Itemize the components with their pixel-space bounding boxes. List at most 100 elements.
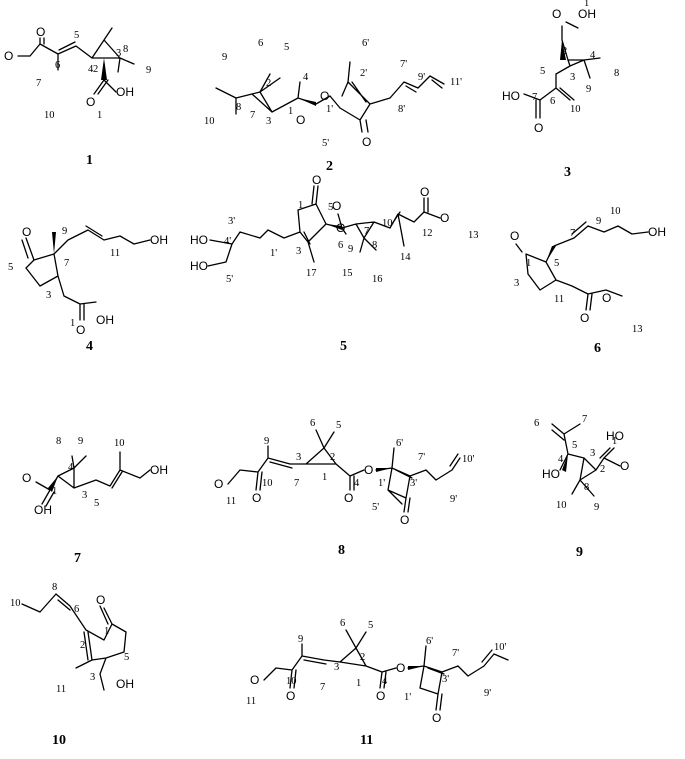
atom-number: 9 (298, 634, 303, 645)
atom-number: 4 (68, 462, 74, 473)
atom-number: 1' (404, 692, 411, 703)
atom-number: 10 (556, 500, 567, 511)
atom-label: OH (150, 463, 168, 477)
atom-number: 10 (10, 598, 21, 609)
compound-1: O O O OH 5 7 6 4 3 8 9 2 10 1 1 (4, 25, 151, 168)
atom-label: OH (648, 225, 666, 239)
compound-7: OH O OH 8 9 10 4 1 3 5 7 (22, 436, 168, 566)
atom-label: OH (150, 233, 168, 247)
atom-number: 4 (354, 478, 360, 489)
compound-id: 10 (52, 733, 66, 748)
atom-number: 11 (110, 248, 120, 259)
atom-number: 9 (62, 226, 67, 237)
atom-number: 7 (570, 228, 575, 239)
atom-number: 10' (494, 642, 507, 653)
atom-number: 6 (310, 418, 315, 429)
compound-id: 3 (564, 165, 571, 180)
atom-label: O (620, 459, 629, 473)
atom-number: 6' (362, 38, 369, 49)
atom-label: HO (606, 429, 624, 443)
atom-number: 7 (582, 414, 587, 425)
atom-number: 3 (296, 452, 301, 463)
atom-number: 10 (114, 438, 125, 449)
atom-number: 4 (88, 64, 94, 75)
atom-number: 3 (296, 246, 301, 257)
atom-number: 3 (82, 490, 87, 501)
compound-4: O OH O OH 9 11 5 7 3 1 4 (8, 225, 168, 354)
atom-number: 16 (372, 274, 383, 285)
atom-number: 9 (596, 216, 601, 227)
atom-number: 8 (614, 68, 619, 79)
atom-number: 4 (382, 676, 388, 687)
atom-number: 13 (632, 324, 643, 335)
atom-number: 4 (590, 50, 596, 61)
atom-number: 9 (264, 436, 269, 447)
compound-11: O O O O O 6 5 9 3 2 10 11 1 4 7 6' 3' 7'… (246, 618, 509, 748)
compound-id: 2 (326, 159, 333, 174)
atom-number: 1 (288, 106, 293, 117)
atom-number: 6 (258, 38, 263, 49)
atom-number: 7 (532, 92, 537, 103)
atom-number: 11 (226, 496, 236, 507)
atom-number: 3' (442, 674, 449, 685)
compound-id: 8 (338, 543, 345, 558)
compound-6: O OH O O 10 7 9 1 5 3 11 13 6 (510, 206, 666, 356)
atom-number: 10 (262, 478, 273, 489)
atom-number: 5' (372, 502, 379, 513)
compound-id: 7 (74, 551, 81, 566)
compound-8: O O O O O 6 5 9 2 3 1 10 11 7 4 1' 6' 3'… (214, 418, 475, 558)
atom-label: OH (578, 7, 596, 21)
atom-number: 11 (56, 684, 66, 695)
atom-number: 9' (450, 494, 457, 505)
atom-number: 1 (70, 318, 75, 329)
atom-number: 1 (322, 472, 327, 483)
compound-2: O O O 6 5 9 2 4 1' 2' 6' 7' 9' 11' 3 1 1… (204, 38, 462, 174)
atom-number: 9 (78, 436, 83, 447)
compound-id: 4 (86, 339, 93, 354)
atom-number: 5 (8, 262, 13, 273)
atom-number: 2 (266, 78, 271, 89)
atom-label: O (440, 211, 449, 225)
atom-number: 2 (600, 464, 605, 475)
atom-number: 10 (382, 218, 393, 229)
atom-number: 8' (398, 104, 405, 115)
atom-label: O (296, 113, 305, 127)
atom-number: 9' (484, 688, 491, 699)
atom-number: 5 (284, 42, 289, 53)
compound-9: HO O HO 6 7 1 5 4 3 2 8 10 9 9 (534, 414, 629, 560)
atom-number: 5 (336, 420, 341, 431)
atom-number: 5' (226, 274, 233, 285)
atom-number: 8 (52, 582, 57, 593)
atom-number: 10 (204, 116, 215, 127)
atom-number: 7 (364, 226, 369, 237)
atom-number: 12 (422, 228, 433, 239)
atom-label: O (400, 513, 409, 527)
atom-label: OH (96, 313, 114, 327)
atom-number: 10' (462, 454, 475, 465)
atom-number: 1 (526, 258, 531, 269)
atom-number: 2 (330, 452, 335, 463)
atom-number: 9 (222, 52, 227, 63)
atom-number: 1 (52, 486, 57, 497)
atom-number: 1' (270, 248, 277, 259)
atom-number: 5 (554, 258, 559, 269)
atom-label: O (250, 673, 259, 687)
atom-number: 10 (570, 104, 581, 115)
atom-number: 9 (348, 244, 353, 255)
atom-number: 9 (146, 65, 151, 76)
atom-number: 9' (418, 72, 425, 83)
atom-number: 3 (590, 448, 595, 459)
atom-number: 8 (236, 102, 241, 113)
atom-number: 7' (418, 452, 425, 463)
atom-label: O (432, 711, 441, 725)
atom-number: 8 (56, 436, 61, 447)
atom-number: 5 (74, 30, 79, 41)
atom-number: 2 (93, 64, 98, 75)
atom-label: O (312, 173, 321, 187)
atom-number: 1 (612, 436, 617, 447)
atom-number: 8 (123, 44, 128, 55)
atom-number: 4' (224, 236, 231, 247)
atom-number: 1 (298, 200, 303, 211)
atom-label: O (252, 491, 261, 505)
atom-label: O (602, 291, 611, 305)
